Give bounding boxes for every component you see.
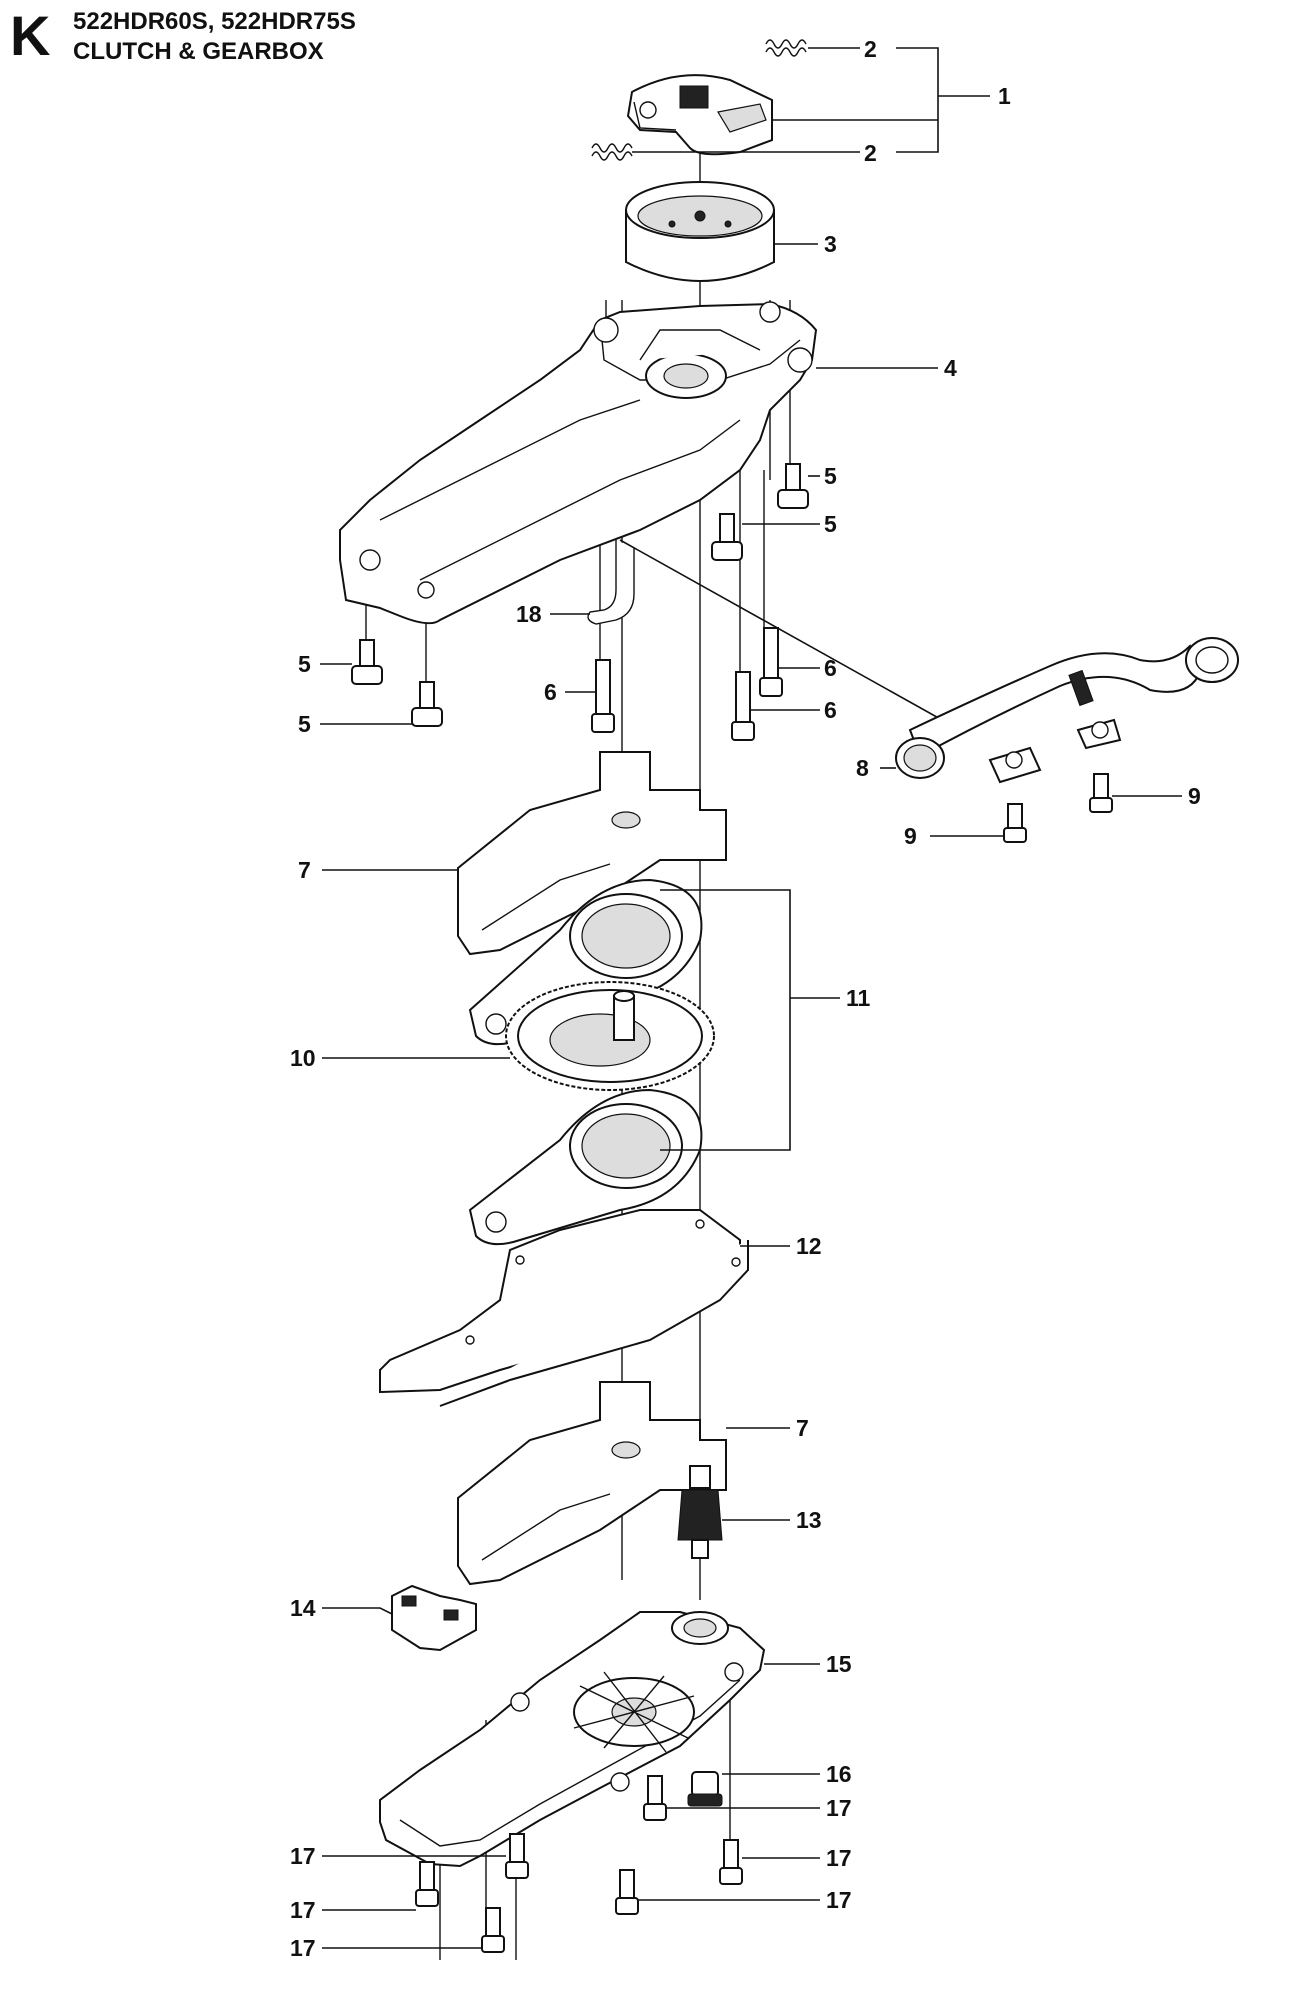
cover-screw-c xyxy=(505,1833,529,1879)
callout-16: 16 xyxy=(826,1761,852,1787)
callout-17-b: 17 xyxy=(826,1845,852,1871)
callout-17-d: 17 xyxy=(290,1843,316,1869)
callout-17-a: 17 xyxy=(826,1795,852,1821)
tube-screw-a xyxy=(1089,773,1113,813)
drain-plug xyxy=(687,1771,723,1807)
callout-17-e: 17 xyxy=(290,1897,316,1923)
callout-5-a: 5 xyxy=(824,463,837,489)
tube-screw-b xyxy=(1003,803,1027,843)
flange-bolt-b xyxy=(711,513,743,561)
cover-screw-a xyxy=(643,1775,667,1821)
section-letter: K xyxy=(10,4,51,67)
callout-15: 15 xyxy=(826,1651,852,1677)
cover-screw-f xyxy=(481,1907,505,1953)
socket-screw-a xyxy=(591,659,615,733)
socket-screw-b xyxy=(759,627,783,697)
callout-2-lower: 2 xyxy=(864,140,877,166)
callout-7-upper: 7 xyxy=(298,857,311,883)
clutch-shoe-assembly xyxy=(626,74,773,156)
clutch-spring-upper xyxy=(765,39,807,57)
gearbox-gasket xyxy=(379,1209,749,1407)
cover-screw-d xyxy=(615,1869,639,1915)
driven-gear xyxy=(505,981,715,1091)
callout-8: 8 xyxy=(856,755,869,781)
callout-5-b: 5 xyxy=(824,511,837,537)
flange-bolt-d xyxy=(411,681,443,727)
leader-lines xyxy=(320,47,1182,1949)
intake-tube xyxy=(619,539,1239,784)
gearbox-cover-lower xyxy=(379,1611,766,1868)
callout-5-c: 5 xyxy=(298,651,311,677)
section-title: CLUTCH & GEARBOX xyxy=(73,38,324,65)
callout-10: 10 xyxy=(290,1045,316,1071)
gearbox-housing-upper xyxy=(339,301,818,625)
cover-screw-e xyxy=(415,1861,439,1907)
clutch-drum xyxy=(625,181,775,282)
wire-clip xyxy=(587,540,635,625)
model-numbers: 522HDR60S, 522HDR75S xyxy=(73,8,356,35)
callout-6-b: 6 xyxy=(824,655,837,681)
callout-14: 14 xyxy=(290,1595,316,1621)
rubber-bracket xyxy=(391,1584,477,1652)
callout-13: 13 xyxy=(796,1507,822,1533)
callout-6-c: 6 xyxy=(824,697,837,723)
cover-screw-b xyxy=(719,1839,743,1885)
callout-1: 1 xyxy=(998,83,1011,109)
callout-4: 4 xyxy=(944,355,957,381)
callout-3: 3 xyxy=(824,231,837,257)
callout-9-a: 9 xyxy=(1188,783,1201,809)
socket-screw-c xyxy=(731,671,755,741)
bearing-carrier-lower xyxy=(468,1088,703,1246)
flange-bolt-c xyxy=(351,639,383,685)
clutch-spring-lower xyxy=(591,143,633,161)
gasket-plate-upper xyxy=(457,751,727,956)
callout-7-lower: 7 xyxy=(796,1415,809,1441)
callout-5-d: 5 xyxy=(298,711,311,737)
callout-12: 12 xyxy=(796,1233,822,1259)
callout-18: 18 xyxy=(516,601,542,627)
flange-bolt-a xyxy=(777,463,809,509)
callout-11: 11 xyxy=(846,985,871,1011)
callout-6-a: 6 xyxy=(544,679,557,705)
callout-17-f: 17 xyxy=(290,1935,316,1961)
gasket-plate-lower xyxy=(457,1381,727,1586)
drive-pinion xyxy=(677,1465,723,1559)
callout-17-c: 17 xyxy=(826,1887,852,1913)
callout-labels: 1 2 2 3 4 5 5 5 5 6 6 6 18 7 8 9 9 11 10… xyxy=(290,36,1201,1961)
callout-2-upper: 2 xyxy=(864,36,877,62)
callout-9-b: 9 xyxy=(904,823,917,849)
